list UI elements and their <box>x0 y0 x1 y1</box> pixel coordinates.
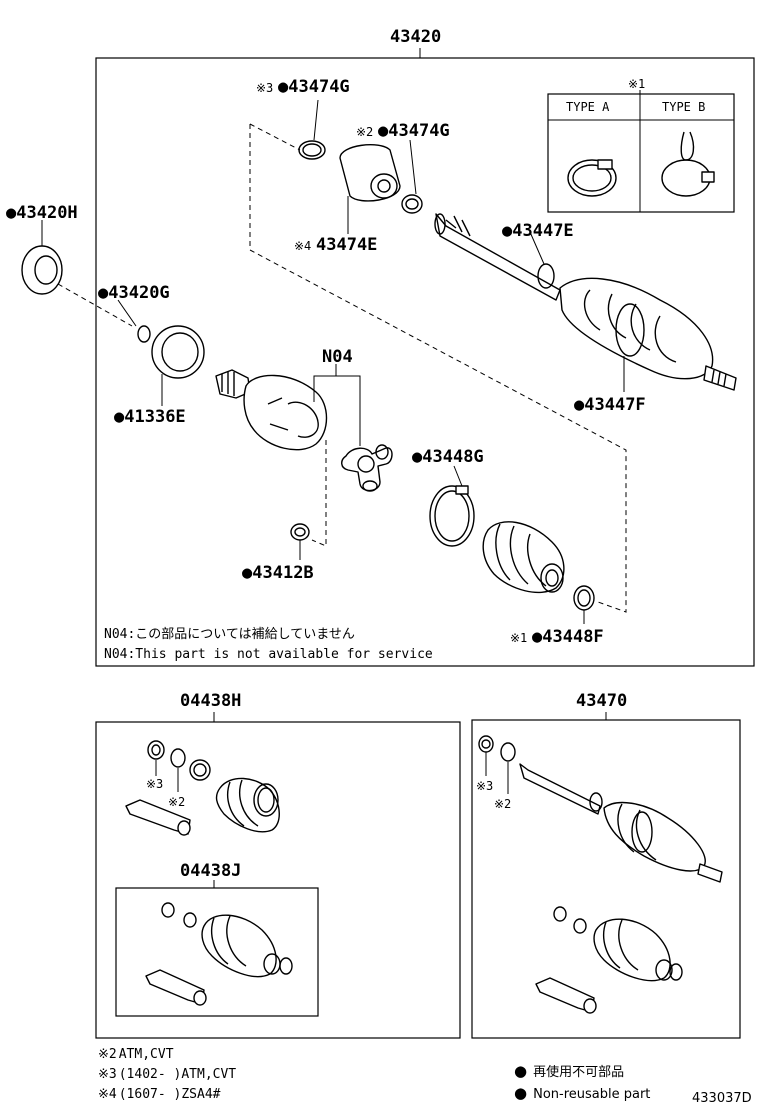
svg-text:※2: ※2 <box>356 125 373 139</box>
part-43448G-large-clamp[interactable] <box>429 465 475 547</box>
kit-number-04438J[interactable]: 04438J <box>180 861 241 881</box>
part-43474G-clamp[interactable] <box>401 139 423 214</box>
footnote-4: ※4(1607- )ZSA4# <box>98 1087 221 1102</box>
part-43420H-seal[interactable] <box>21 220 63 295</box>
label-43474E[interactable]: 43474E <box>316 235 377 255</box>
label-43412B[interactable]: ●43412B <box>242 563 314 583</box>
kit-04438J-parts <box>145 902 293 1006</box>
kit-04438H-parts <box>125 740 280 836</box>
kit-number-04438H[interactable]: 04438H <box>180 691 241 711</box>
part-43412B-snap-ring[interactable] <box>290 523 310 560</box>
type-a-label: TYPE A <box>566 100 610 114</box>
part-inboard-joint-housing <box>215 369 328 451</box>
note-en: N04:This part is not available for servi… <box>104 647 433 662</box>
part-N04-tripod <box>341 444 393 492</box>
part-41336E-ring[interactable] <box>151 325 205 406</box>
svg-text:※4: ※4 <box>294 239 311 253</box>
assembly-number-43420[interactable]: 43420 <box>390 27 441 47</box>
kit-43470-frame <box>471 719 741 1039</box>
part-43447E-clamp[interactable] <box>529 231 555 289</box>
label-43420H[interactable]: ●43420H <box>6 203 78 223</box>
part-43448F-clamp[interactable] <box>573 585 595 624</box>
kit-left-mark-3: ※3 <box>146 777 163 791</box>
svg-text:※3: ※3 <box>256 81 273 95</box>
clamp-type-box: ※1 TYPE A TYPE B <box>547 77 735 213</box>
kit-right-mark-2: ※2 <box>494 797 511 811</box>
figure-code: 433037D <box>692 1091 752 1106</box>
type-box-mark: ※1 <box>628 77 645 91</box>
part-43420G-snap-ring[interactable] <box>117 299 151 343</box>
footnote-3: ※3(1402- )ATM,CVT <box>98 1067 236 1082</box>
kit-04438H-frame <box>95 721 461 1039</box>
svg-text:※1: ※1 <box>510 631 527 645</box>
part-43474E-damper[interactable] <box>339 144 401 234</box>
kit-right-mark-3: ※3 <box>476 779 493 793</box>
kit-left-mark-2: ※2 <box>168 795 185 809</box>
part-outboard-shaft <box>434 213 561 301</box>
legend-jp: ●再使用不可部品 <box>514 1062 624 1080</box>
label-43448G[interactable]: ●43448G <box>412 447 484 467</box>
assembly-guide-line <box>249 124 627 613</box>
label-43474G-b[interactable]: ●43474G <box>378 121 450 141</box>
part-43474G-small-clamp[interactable] <box>298 99 326 160</box>
kit-04438J-frame <box>115 887 319 1017</box>
label-41336E[interactable]: ●41336E <box>114 407 186 427</box>
legend-en: ●Non-reusable part <box>514 1084 650 1102</box>
main-assembly-frame <box>95 57 755 667</box>
label-43447E[interactable]: ●43447E <box>502 221 574 241</box>
part-outboard-boot <box>559 277 737 392</box>
label-43420G[interactable]: ●43420G <box>98 283 170 303</box>
type-a-clamp-icon <box>567 159 617 197</box>
part-inboard-boot <box>482 521 565 594</box>
label-43447F[interactable]: ●43447F <box>574 395 646 415</box>
kit-number-43470[interactable]: 43470 <box>576 691 627 711</box>
note-jp: N04:この部品については補給していません <box>104 627 355 642</box>
type-b-label: TYPE B <box>662 100 705 114</box>
label-43448F[interactable]: ●43448F <box>532 627 604 647</box>
kit-43470-parts <box>478 735 723 1014</box>
label-N04[interactable]: N04 <box>322 347 353 367</box>
label-43474G-a[interactable]: ●43474G <box>278 77 350 97</box>
